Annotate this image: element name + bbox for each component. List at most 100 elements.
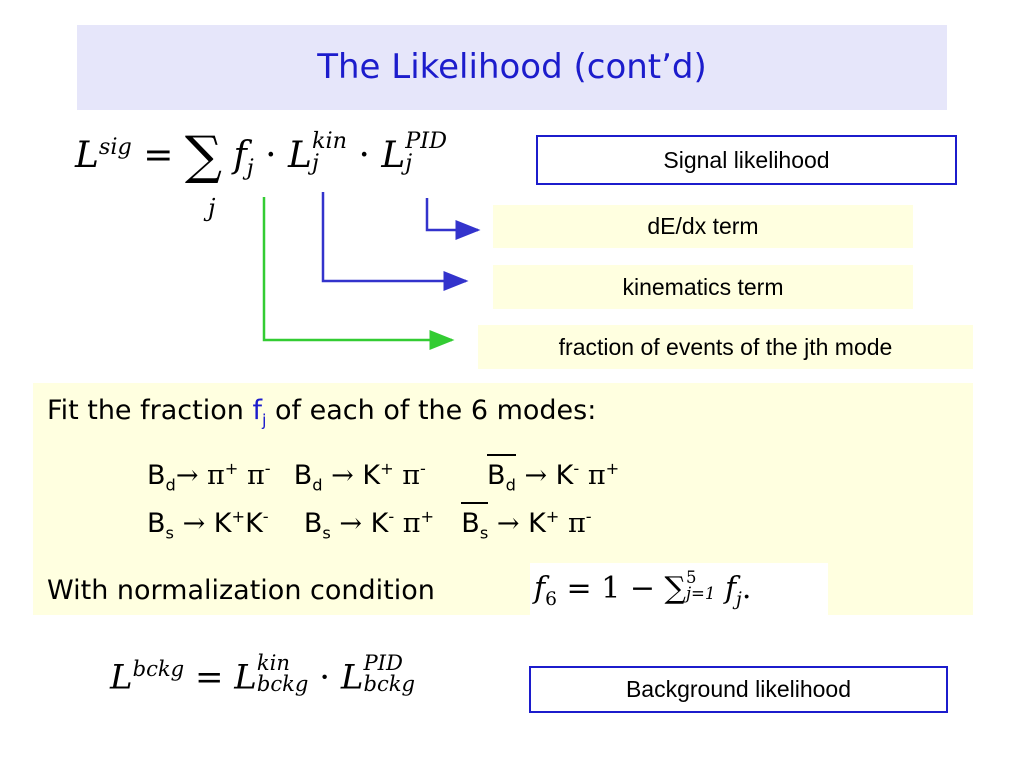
fit-suffix: of each of the 6 modes: <box>266 395 597 426</box>
charge: + <box>380 459 394 478</box>
sum-symbol: ∑ <box>184 126 222 186</box>
equals-sign: = <box>143 135 174 176</box>
f-to-fraction-arrow <box>262 197 455 350</box>
pid-subscript: j <box>405 150 413 176</box>
decay-arrow: → <box>331 460 354 491</box>
f-symbol: f <box>534 571 546 606</box>
b-meson: B <box>461 508 480 539</box>
title-bar: The Likelihood (cont’d) <box>77 25 947 110</box>
script-l-pid: L <box>340 657 364 698</box>
pid-superscript: PID <box>363 650 403 676</box>
pid-subscript: bckg <box>363 671 416 697</box>
b-meson: B <box>487 460 506 491</box>
b-flavor: s <box>322 523 331 543</box>
b-flavor: s <box>479 523 489 543</box>
b-meson: B <box>293 460 313 491</box>
particle: K <box>528 508 546 539</box>
fit-prefix: Fit the fraction <box>47 395 253 426</box>
pid-superscript: PID <box>405 127 447 154</box>
dedx-term-label: dE/dx term <box>493 205 913 248</box>
fj-symbol: f <box>724 571 737 606</box>
signal-likelihood-label: Signal likelihood <box>536 135 957 185</box>
particle: π <box>402 508 421 539</box>
fit-fraction-panel: Fit the fraction fj of each of the 6 mod… <box>33 383 973 615</box>
particle: π <box>567 508 586 539</box>
charge: - <box>585 507 592 526</box>
script-l-kin: L <box>234 657 257 698</box>
b-meson: B <box>147 460 166 491</box>
b-flavor: s <box>165 523 174 543</box>
anti-b-meson: Bd <box>487 453 516 494</box>
bckg-superscript: bckg <box>132 656 185 681</box>
decay-bd-pipi: Bd→ π+ π- <box>147 459 271 495</box>
f-symbol: f <box>233 135 247 176</box>
fj-subscript: j <box>736 589 742 610</box>
decay-bd-kpi: Bd → K+ π- <box>293 459 426 494</box>
dot-operator: · <box>265 135 277 176</box>
particle: K <box>555 460 574 491</box>
script-l-pid: L <box>381 135 406 176</box>
decay-row-2: Bs → K+K- Bs → K- π+ Bs → K+ π- <box>147 501 592 543</box>
charge: - <box>388 507 395 526</box>
one-value: 1 <box>601 571 621 606</box>
f-subscript: j <box>246 155 254 182</box>
decay-arrow: → <box>182 508 206 539</box>
decay-bs-kpi: Bs → K- π+ <box>303 507 435 543</box>
decay-bdbar-kpi: Bd → K- π+ <box>487 453 620 494</box>
kin-superscript: kin <box>311 127 347 154</box>
particle: K <box>362 460 381 491</box>
sum-lower-limit: j=1 <box>685 584 716 603</box>
particle: π <box>207 460 225 491</box>
b-meson: B <box>303 508 323 539</box>
particle: K <box>370 508 389 539</box>
kinematics-term-label: kinematics term <box>493 265 913 309</box>
normalization-text: With normalization condition <box>47 575 435 606</box>
charge: + <box>420 507 435 526</box>
charge: - <box>264 459 271 478</box>
charge: - <box>420 459 426 478</box>
charge: - <box>573 459 580 478</box>
decay-bs-kk: Bs → K+K- <box>147 507 269 543</box>
equals-sign: = <box>566 571 592 606</box>
dot-operator: · <box>319 657 331 698</box>
decay-row-1: Bd→ π+ π- Bd → K+ π- Bd → K- π+ <box>147 453 620 495</box>
equals-sign: = <box>194 657 224 698</box>
kin-subscript: bckg <box>256 671 309 697</box>
fj-subscript: j <box>261 410 267 430</box>
fj-letter: f <box>252 395 262 426</box>
fit-statement: Fit the fraction fj of each of the 6 mod… <box>47 395 596 429</box>
b-meson: B <box>147 508 166 539</box>
particle: K <box>245 508 263 539</box>
sig-superscript: sig <box>98 134 132 160</box>
background-likelihood-label: Background likelihood <box>529 666 948 713</box>
fraction-label: fraction of events of the jth mode <box>478 325 973 369</box>
kin-subscript: j <box>311 150 319 176</box>
sum-index-j: j <box>208 194 216 222</box>
script-l-symbol: L <box>75 135 99 176</box>
decay-bsbar-kpi: Bs → K+ π- <box>461 501 592 543</box>
anti-b-meson: Bs <box>461 501 489 543</box>
sum-upper-limit: 5 <box>685 567 697 587</box>
decay-arrow: → <box>496 508 520 539</box>
decay-arrow: → <box>339 508 363 539</box>
charge: + <box>545 507 560 526</box>
decay-arrow: → <box>175 460 199 491</box>
b-flavor: d <box>165 475 176 495</box>
pid-to-dedx-arrow <box>425 198 481 240</box>
f6-subscript: 6 <box>545 589 557 610</box>
decay-arrow: → <box>524 460 548 491</box>
particle: π <box>587 460 606 491</box>
slide-title: The Likelihood (cont’d) <box>317 47 707 87</box>
charge: - <box>262 507 269 526</box>
kin-to-kinematics-arrow <box>321 192 469 291</box>
script-l-symbol: L <box>110 657 133 698</box>
charge: + <box>605 459 620 478</box>
sum-index: j <box>208 194 215 222</box>
